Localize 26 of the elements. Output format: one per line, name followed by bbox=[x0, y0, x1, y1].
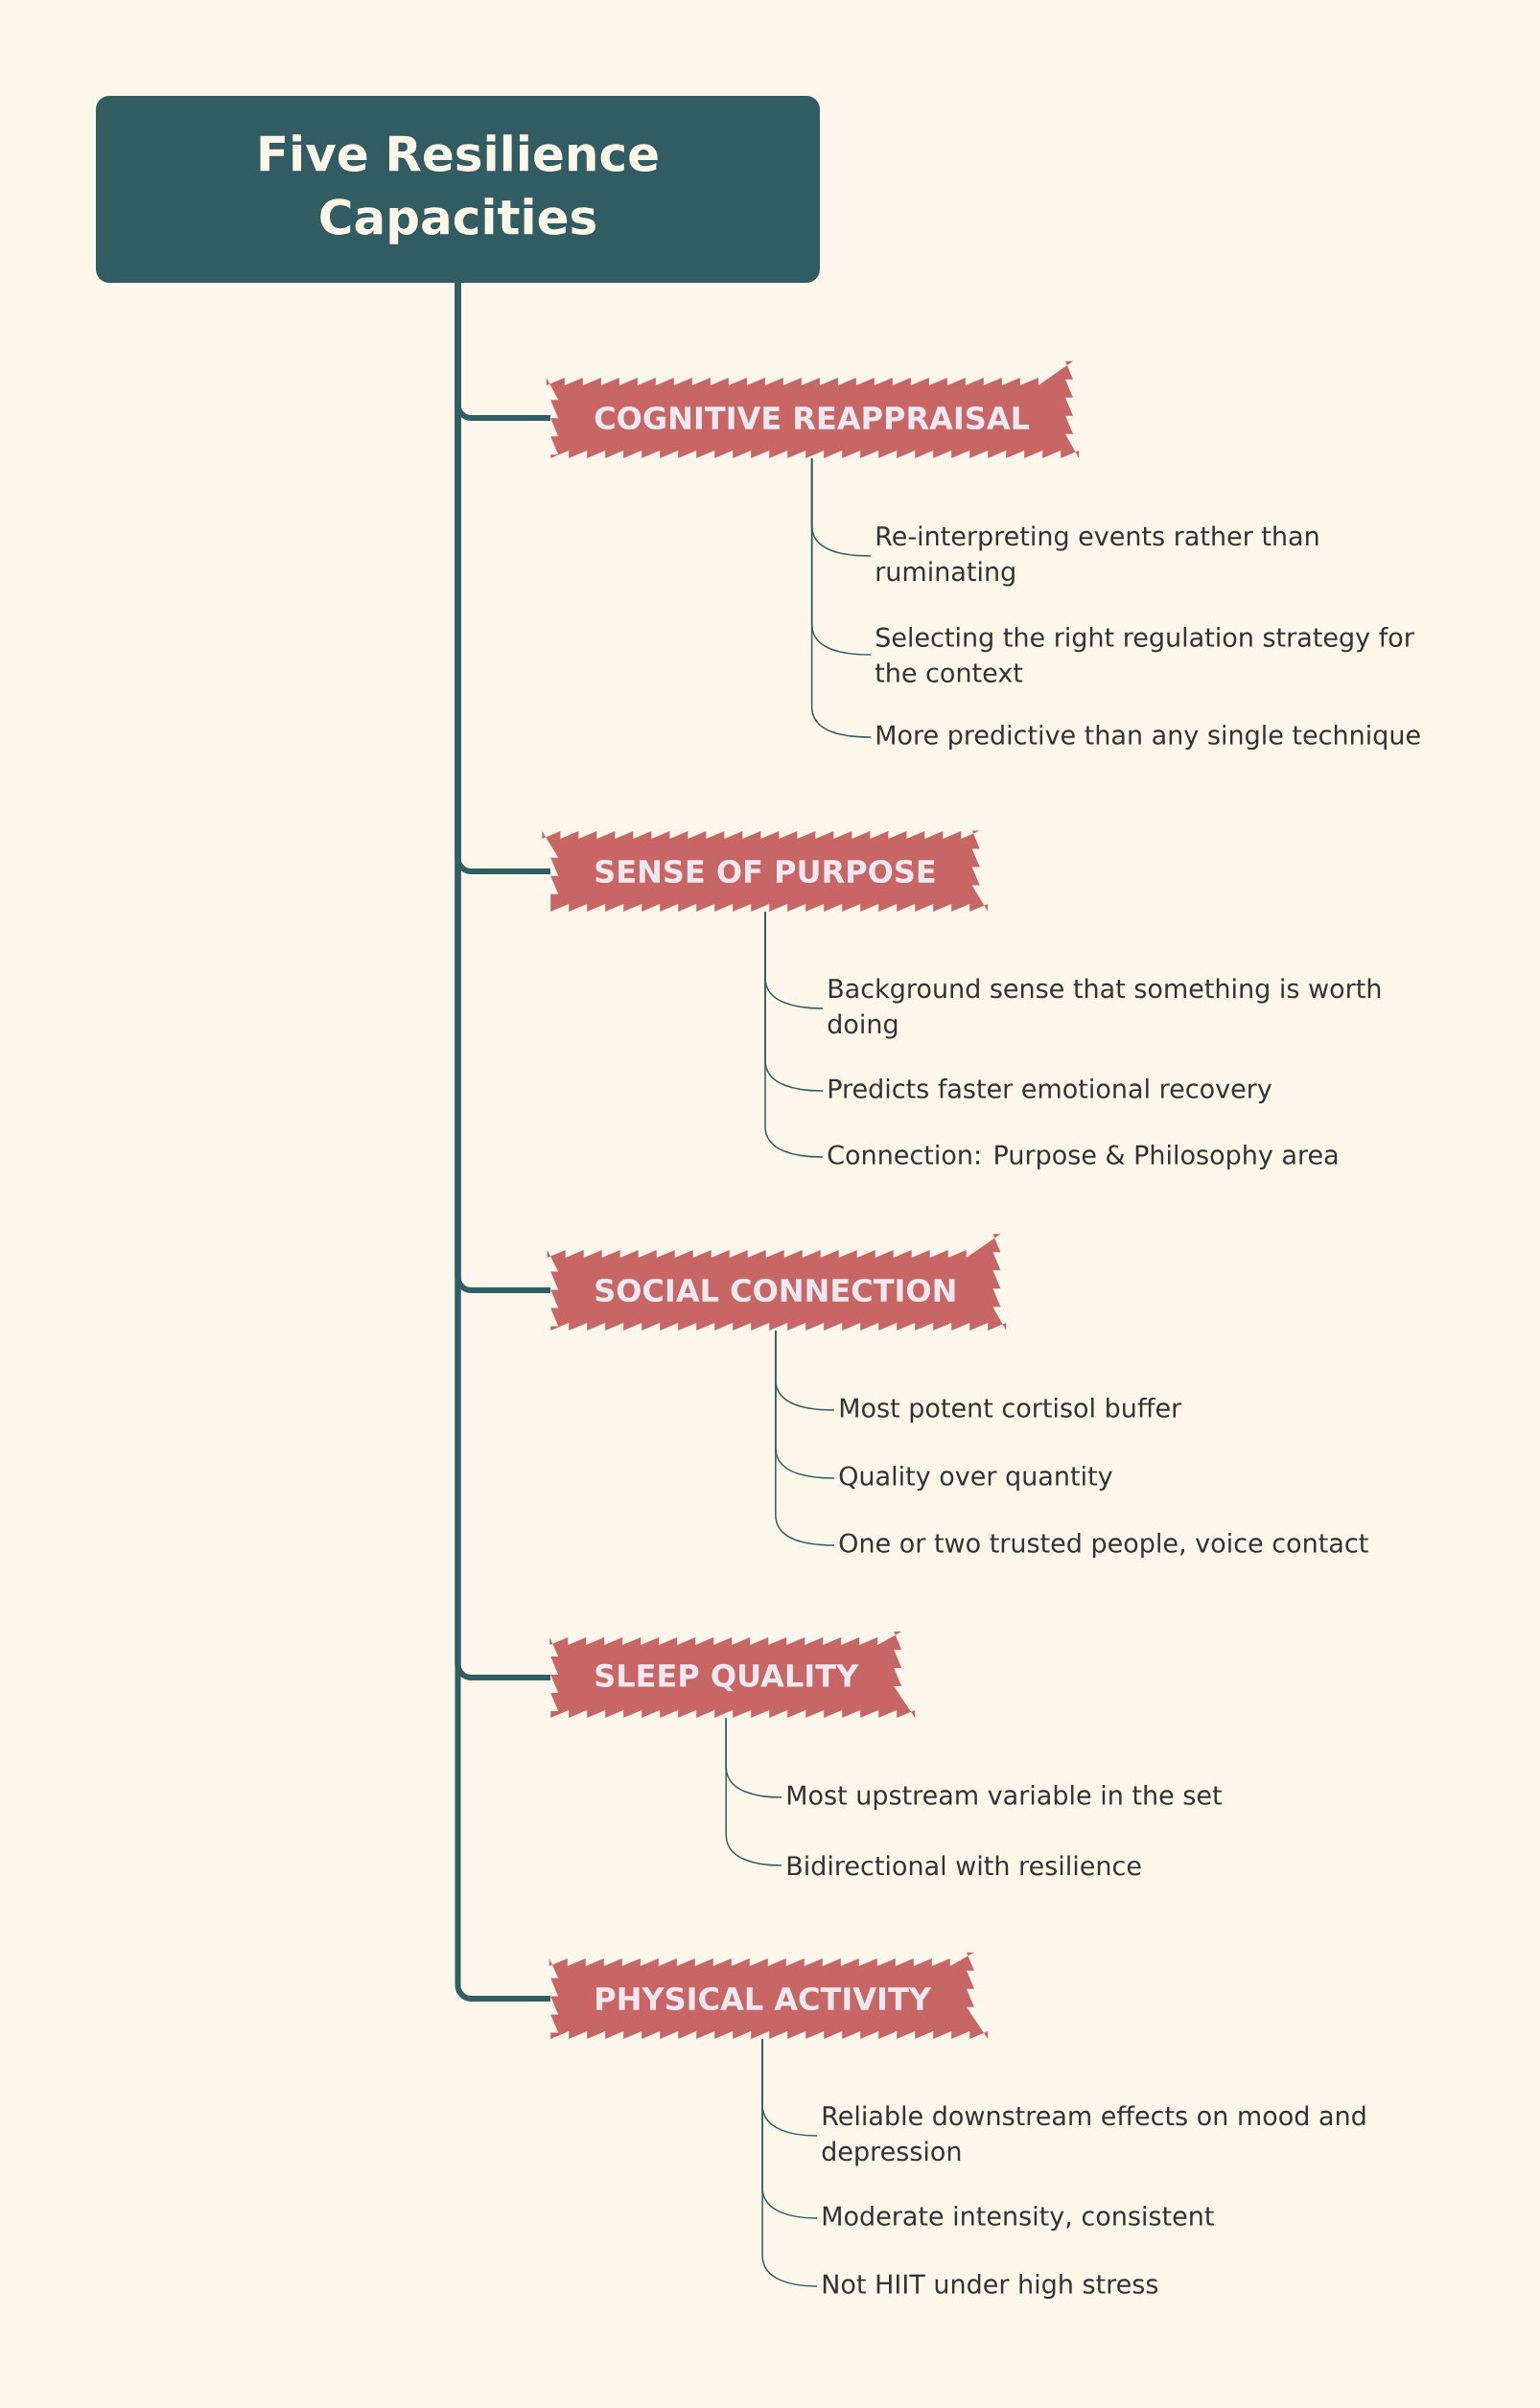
topic-text: Most upstream variable in the set bbox=[787, 1784, 1222, 1811]
connector-line bbox=[810, 457, 872, 738]
scribble-label: COGNITIVE REAPPRAISAL bbox=[546, 360, 1080, 458]
topic-text: Quality over quantity bbox=[839, 1465, 1112, 1492]
connector-line bbox=[775, 1330, 835, 1546]
topic-text: Re-interpreting events rather than ruminating bbox=[876, 525, 1318, 587]
scribble-label: SENSE OF PURPOSE bbox=[542, 830, 989, 912]
topic-text: More predictive than any single technique bbox=[876, 724, 1420, 751]
topic-text: Moderate intensity, consistent bbox=[823, 2205, 1214, 2232]
connector-line bbox=[761, 2038, 818, 2287]
topic-text: Background sense that something is worth doing bbox=[828, 978, 1381, 1039]
topic-text: Most potent cortisol buffer bbox=[840, 1397, 1182, 1424]
scribble-label: SLEEP QUALITY bbox=[549, 1632, 916, 1718]
topic-text: Not HIIT under high stress bbox=[823, 2273, 1158, 2300]
topic-text: Connection: Purpose & Philosophy area bbox=[828, 1144, 1338, 1170]
scribble-label: SOCIAL CONNECTION bbox=[547, 1234, 1007, 1331]
topic-text: Bidirectional with resilience bbox=[787, 1855, 1141, 1876]
topic-text: Predicts faster emotional recovery bbox=[828, 1077, 1272, 1104]
scribble-label: PHYSICAL ACTIVITY bbox=[548, 1952, 989, 2039]
topic-text: One or two trusted people, voice contact bbox=[839, 1532, 1368, 1559]
connector-line bbox=[455, 283, 550, 2002]
title-box: Five Resilience Capacities bbox=[96, 96, 820, 283]
connector-line bbox=[764, 911, 824, 1158]
topic-text: Selecting the right regulation strategy for the context bbox=[875, 627, 1414, 683]
connector-line bbox=[725, 1717, 782, 1866]
topic-text: Reliable downstream effects on mood and depression bbox=[822, 2105, 1365, 2166]
